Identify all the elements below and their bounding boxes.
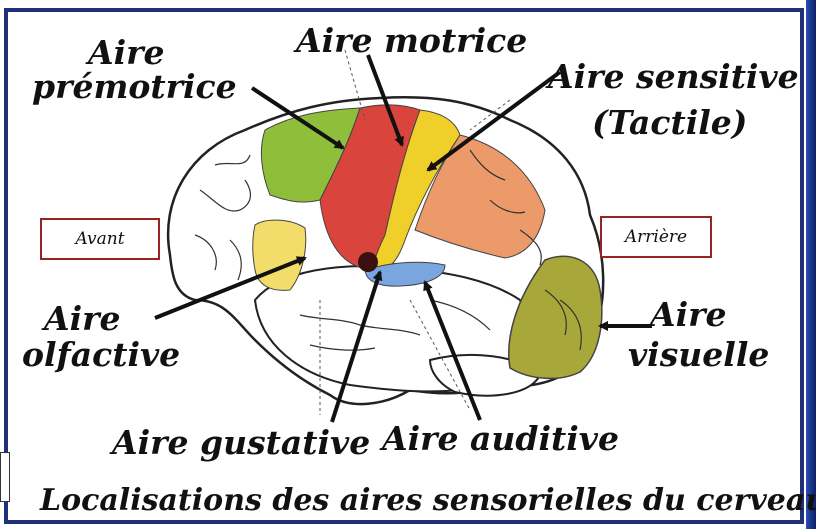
label-olfactory-line2: olfactive bbox=[22, 338, 180, 371]
gustatory-area bbox=[358, 252, 378, 272]
label-back: Arrière bbox=[600, 216, 712, 258]
label-sensory-line1: Aire sensitive bbox=[548, 60, 799, 93]
label-premotor-line1: Aire bbox=[88, 36, 165, 69]
label-visual-line1: Aire bbox=[650, 298, 727, 331]
label-auditory: Aire auditive bbox=[382, 422, 619, 455]
label-visual-line2: visuelle bbox=[628, 338, 769, 371]
label-sensory-line2: (Tactile) bbox=[592, 106, 747, 139]
label-olfactory-line1: Aire bbox=[44, 302, 121, 335]
figure-caption: Localisations des aires sensorielles du … bbox=[40, 483, 816, 518]
label-premotor-line2: prémotrice bbox=[32, 70, 237, 103]
label-front: Avant bbox=[40, 218, 160, 260]
label-gustatory: Aire gustative bbox=[112, 426, 370, 459]
label-motor: Aire motrice bbox=[296, 24, 527, 57]
